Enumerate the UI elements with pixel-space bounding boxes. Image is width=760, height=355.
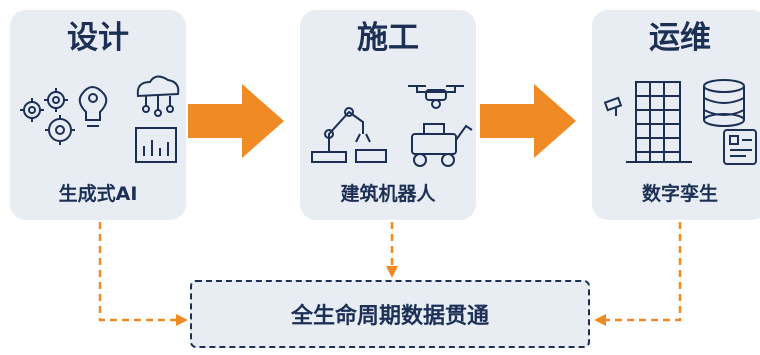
tablet-icon (723, 129, 757, 165)
database-icon (703, 79, 745, 127)
construction-robot-icon (411, 123, 473, 167)
connector-design-arrowhead (176, 314, 188, 326)
stage-construction: 施工 建筑机器人 (300, 10, 476, 220)
arrow-right-icon (188, 84, 284, 158)
lifecycle-data-label: 全生命周期数据贯通 (290, 304, 489, 329)
stage-operations: 运维 数字孪生 (592, 10, 760, 220)
lifecycle-data-box: 全生命周期数据贯通 (190, 280, 590, 348)
chart-icon (135, 127, 177, 163)
connector-design (98, 222, 178, 322)
arrow-right-icon (480, 84, 576, 158)
connector-operations-arrowhead (594, 314, 606, 326)
gears-icon (20, 88, 75, 145)
stage-subtitle: 建筑机器人 (340, 183, 436, 205)
camera-icon (603, 96, 623, 116)
stage-subtitle: 生成式AI (58, 183, 138, 205)
stage-design: 设计 (10, 10, 186, 220)
stage-design-icons (20, 75, 180, 163)
connector-construction-arrowhead (386, 266, 398, 278)
robot-arm-icon (311, 107, 387, 163)
stage-title: 施工 (357, 20, 419, 56)
connector-operations (604, 222, 682, 322)
building-icon (626, 81, 692, 163)
cloud-network-icon (136, 75, 180, 117)
stage-subtitle: 数字孪生 (641, 183, 718, 205)
stage-title: 设计 (67, 20, 129, 56)
stage-operations-icons (603, 79, 757, 165)
drone-icon (408, 85, 464, 109)
brain-gear-icon (78, 86, 108, 127)
stage-title: 运维 (649, 20, 711, 56)
stage-construction-icons (311, 85, 473, 167)
